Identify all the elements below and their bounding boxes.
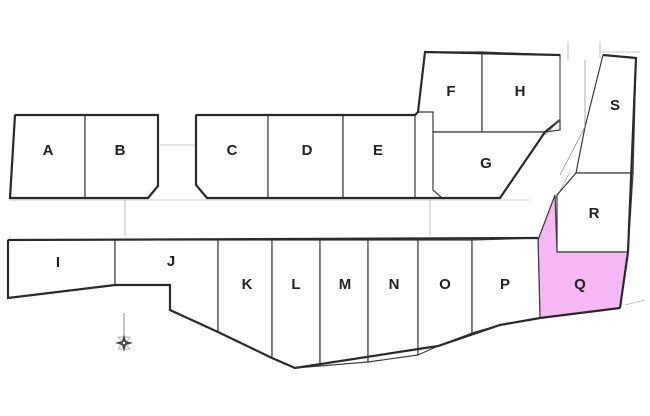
lot-label: Q [574, 276, 586, 293]
lot-label: N [389, 276, 400, 293]
lot-label: E [373, 142, 383, 159]
access-road [544, 60, 586, 176]
lot-l[interactable]: L [271, 239, 321, 369]
lot-label: J [167, 253, 175, 270]
lot-a[interactable]: A [9, 114, 86, 199]
lot-m[interactable]: M [319, 239, 369, 367]
lot-label: M [339, 276, 352, 293]
lot-n[interactable]: N [367, 239, 419, 363]
lot-i[interactable]: I [7, 239, 116, 299]
lot-c[interactable]: C [195, 114, 269, 199]
lot-b[interactable]: B [84, 114, 159, 199]
lot-label: C [227, 142, 238, 159]
lot-label: D [302, 142, 313, 159]
lot-label: A [43, 142, 54, 159]
compass-rose-icon [115, 313, 133, 352]
lot-k[interactable]: K [217, 239, 273, 359]
lot-label: G [480, 155, 492, 172]
lot-g[interactable]: G [432, 131, 547, 199]
lot-h[interactable]: H [481, 51, 561, 133]
lot-label: F [446, 83, 455, 100]
lot-d[interactable]: D [267, 114, 344, 199]
lot-label: K [242, 276, 253, 293]
lot-label: I [56, 254, 60, 271]
lot-label: P [500, 276, 510, 293]
lot-f[interactable]: F [417, 51, 483, 133]
lot-r[interactable]: R [556, 172, 634, 253]
lot-label: R [589, 205, 600, 222]
site-boundary [6, 50, 638, 370]
lot-e[interactable]: E [342, 114, 416, 199]
lot-label: S [610, 97, 620, 114]
lot-label: L [291, 276, 300, 293]
lot-label: H [515, 83, 526, 100]
lot-label: O [439, 276, 451, 293]
lot-label: B [115, 142, 126, 159]
